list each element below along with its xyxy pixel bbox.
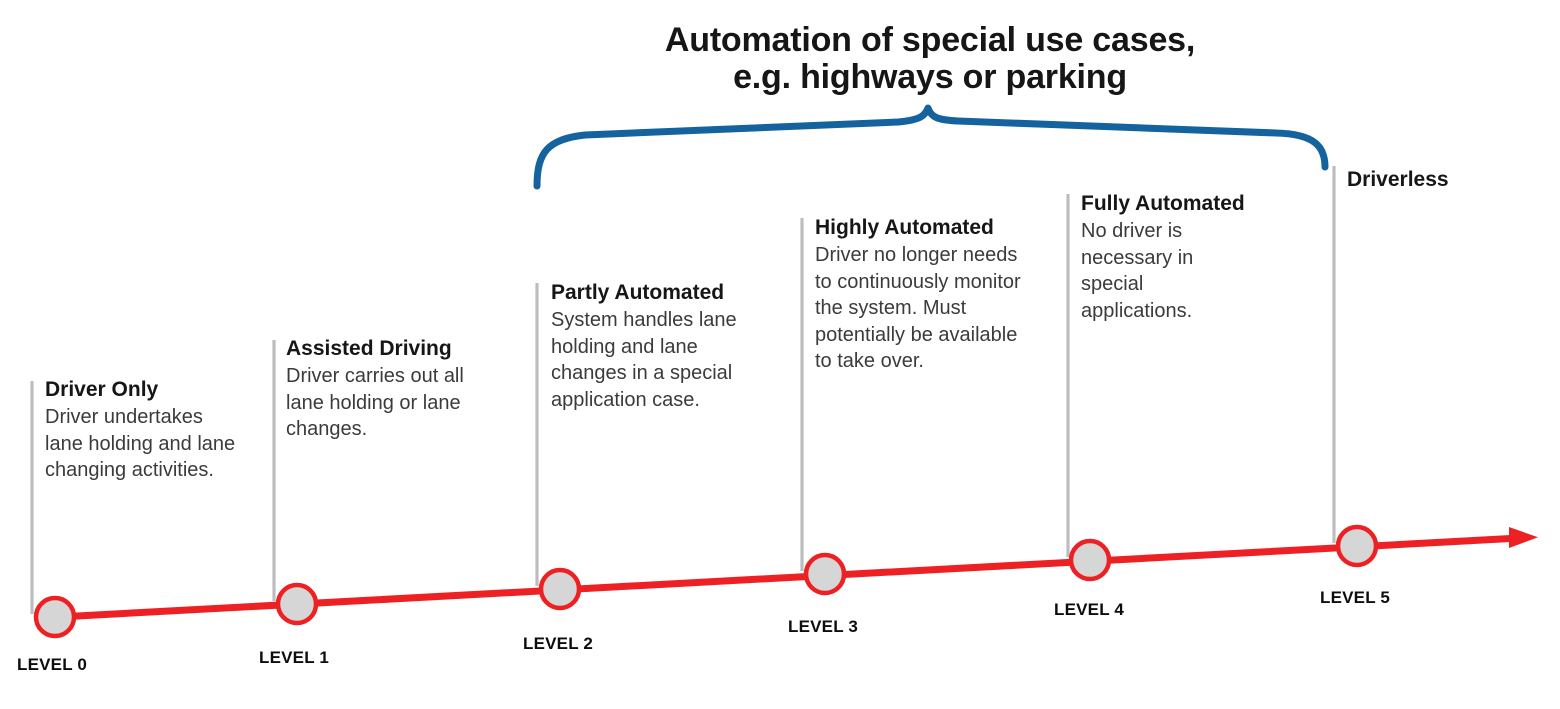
diagram-title: Automation of special use cases, e.g. hi…: [560, 22, 1300, 95]
title-line-1: Automation of special use cases,: [664, 21, 1196, 59]
level-4-tick-label: LEVEL 4: [1054, 600, 1125, 619]
level-5-heading: Driverless: [1347, 168, 1449, 191]
level-block-1: Assisted Driving Driver carries out all …: [286, 337, 486, 443]
level-1-heading: Assisted Driving: [286, 337, 452, 360]
axis-arrow-head: [1509, 527, 1538, 548]
level-4-description: No driver is necessary in special applic…: [1081, 220, 1194, 322]
level-2-heading: Partly Automated: [551, 281, 725, 304]
level-0-tick-label: LEVEL 0: [17, 655, 88, 674]
level-block-0: Driver Only Driver undertakes lane holdi…: [45, 378, 245, 484]
level-4-heading: Fully Automated: [1081, 192, 1245, 215]
node-level-5: [1335, 524, 1379, 568]
progression-axis: [36, 527, 1538, 622]
level-nodes: [33, 524, 1379, 639]
node-level-4: [1068, 538, 1112, 582]
level-0-description: Driver undertakes lane holding and lane …: [45, 406, 236, 482]
node-level-1: [275, 582, 319, 626]
level-block-4: Fully Automated No driver is necessary i…: [1081, 192, 1245, 324]
level-1-tick-label: LEVEL 1: [259, 648, 330, 667]
level-0-heading: Driver Only: [45, 378, 159, 401]
level-stems: [30, 166, 1336, 614]
node-level-2: [538, 567, 582, 611]
level-block-5: Driverless: [1347, 168, 1537, 194]
level-2-description: System handles lane holding and lane cha…: [551, 309, 737, 411]
level-block-3: Highly Automated Driver no longer needs …: [815, 216, 1030, 374]
level-1-description: Driver carries out all lane holding or l…: [286, 365, 464, 441]
level-3-tick-label: LEVEL 3: [788, 617, 859, 636]
node-level-0: [33, 595, 77, 639]
level-3-heading: Highly Automated: [815, 216, 994, 239]
title-line-2: e.g. highways or parking: [733, 57, 1127, 96]
node-level-3: [803, 552, 847, 596]
brace-bracket: [533, 104, 1329, 190]
level-5-tick-label: LEVEL 5: [1320, 588, 1391, 607]
level-block-2: Partly Automated System handles lane hol…: [551, 281, 756, 413]
level-3-description: Driver no longer needs to continuously m…: [815, 244, 1021, 372]
level-2-tick-label: LEVEL 2: [523, 634, 594, 653]
